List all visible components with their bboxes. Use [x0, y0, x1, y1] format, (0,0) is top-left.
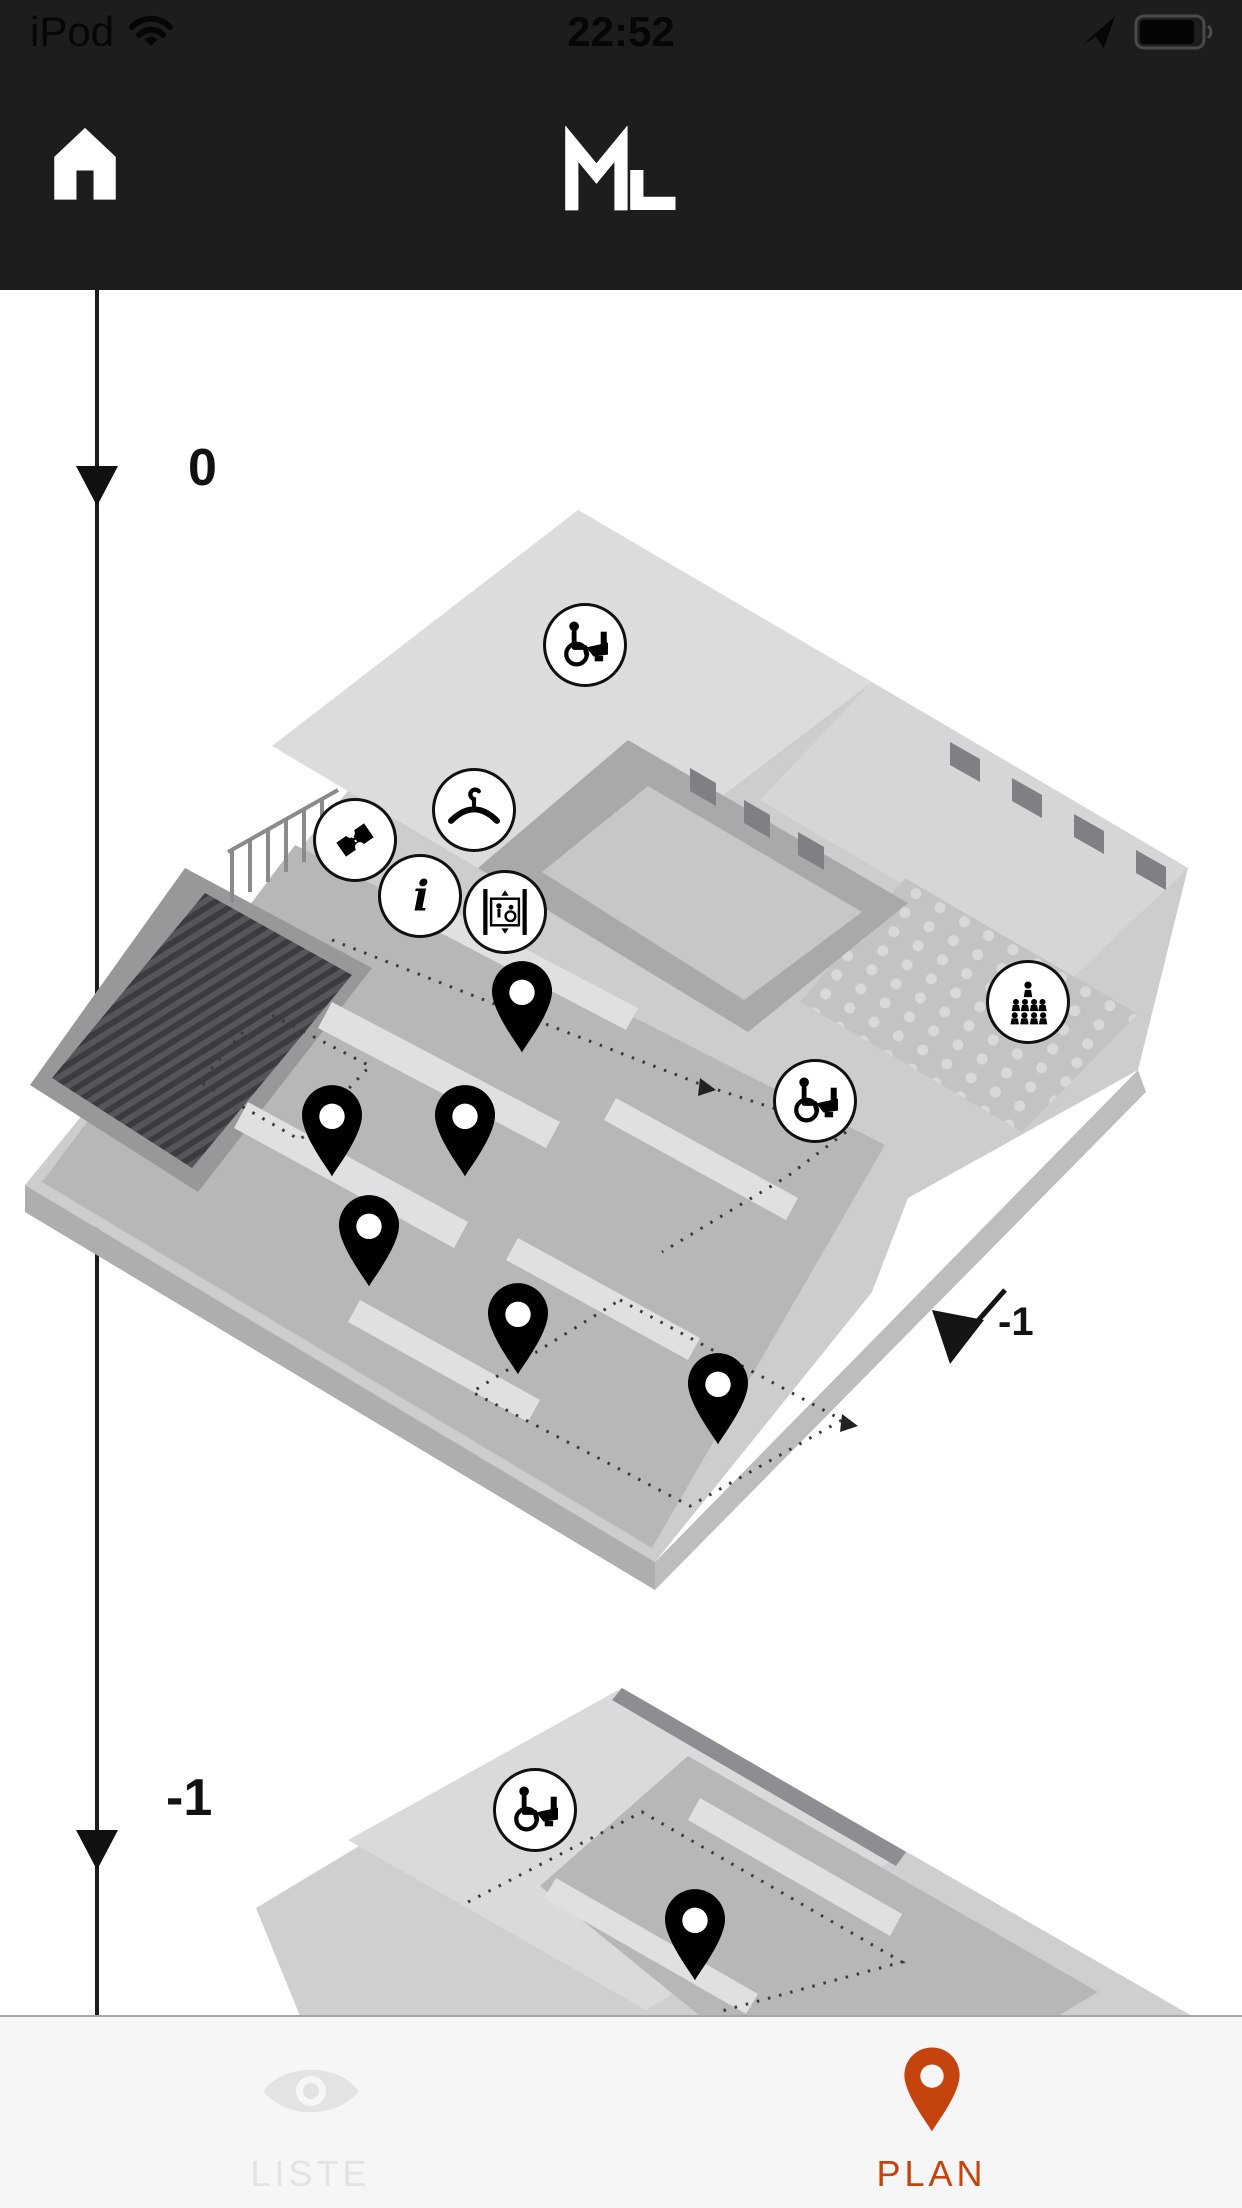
map-pin[interactable]: [485, 960, 559, 1057]
wifi-icon: [129, 15, 174, 46]
app-logo: [563, 125, 679, 214]
jump-to-minus1-label[interactable]: -1: [998, 1300, 1034, 1344]
tab-bar: LISTE PLAN: [0, 2015, 1242, 2208]
home-icon: [54, 127, 116, 200]
accessible-toilet-icon[interactable]: [493, 1768, 577, 1852]
floor-0-label[interactable]: 0: [188, 439, 217, 497]
accessible-toilet-icon[interactable]: [543, 603, 627, 687]
tab-plan-label: PLAN: [876, 2153, 987, 2194]
map-pin[interactable]: [681, 1352, 755, 1449]
map-pin[interactable]: [332, 1194, 406, 1291]
map-pin[interactable]: [295, 1084, 369, 1181]
cloakroom-icon[interactable]: [432, 768, 516, 852]
floor-0-plan: [25, 510, 1188, 1590]
header: iPod 22:52: [0, 0, 1242, 290]
pin-icon: [903, 2047, 960, 2132]
floor-minus1-label[interactable]: -1: [166, 1769, 213, 1827]
ml-logo-icon: [565, 125, 676, 211]
tab-plan[interactable]: PLAN: [621, 2017, 1242, 2208]
floor-0-arrow[interactable]: [76, 466, 118, 506]
information-icon[interactable]: [378, 854, 462, 938]
floor-minus1-plan: [256, 1688, 1192, 2016]
clock: 22:52: [567, 8, 675, 55]
carrier-label: iPod: [30, 8, 115, 55]
floor-minus1-arrow[interactable]: [76, 1830, 118, 1870]
elevator-icon[interactable]: [463, 870, 547, 954]
home-button[interactable]: [44, 116, 126, 208]
tab-liste[interactable]: LISTE: [0, 2017, 621, 2208]
accessible-toilet-icon[interactable]: [773, 1059, 857, 1143]
auditorium-icon[interactable]: [986, 960, 1070, 1044]
map-pin[interactable]: [481, 1282, 555, 1379]
tickets-icon[interactable]: [313, 798, 397, 882]
battery-icon: [1134, 14, 1213, 50]
tab-liste-label: LISTE: [250, 2153, 371, 2194]
status-bar: iPod 22:52: [0, 0, 1242, 64]
eye-icon: [258, 2059, 364, 2123]
location-arrow-icon: [1082, 15, 1116, 49]
map-pin[interactable]: [428, 1084, 502, 1181]
jump-to-minus1-arrow: [932, 1288, 1007, 1364]
map-pin[interactable]: [658, 1888, 732, 1985]
visitor-path-dotted: [467, 1810, 906, 2014]
